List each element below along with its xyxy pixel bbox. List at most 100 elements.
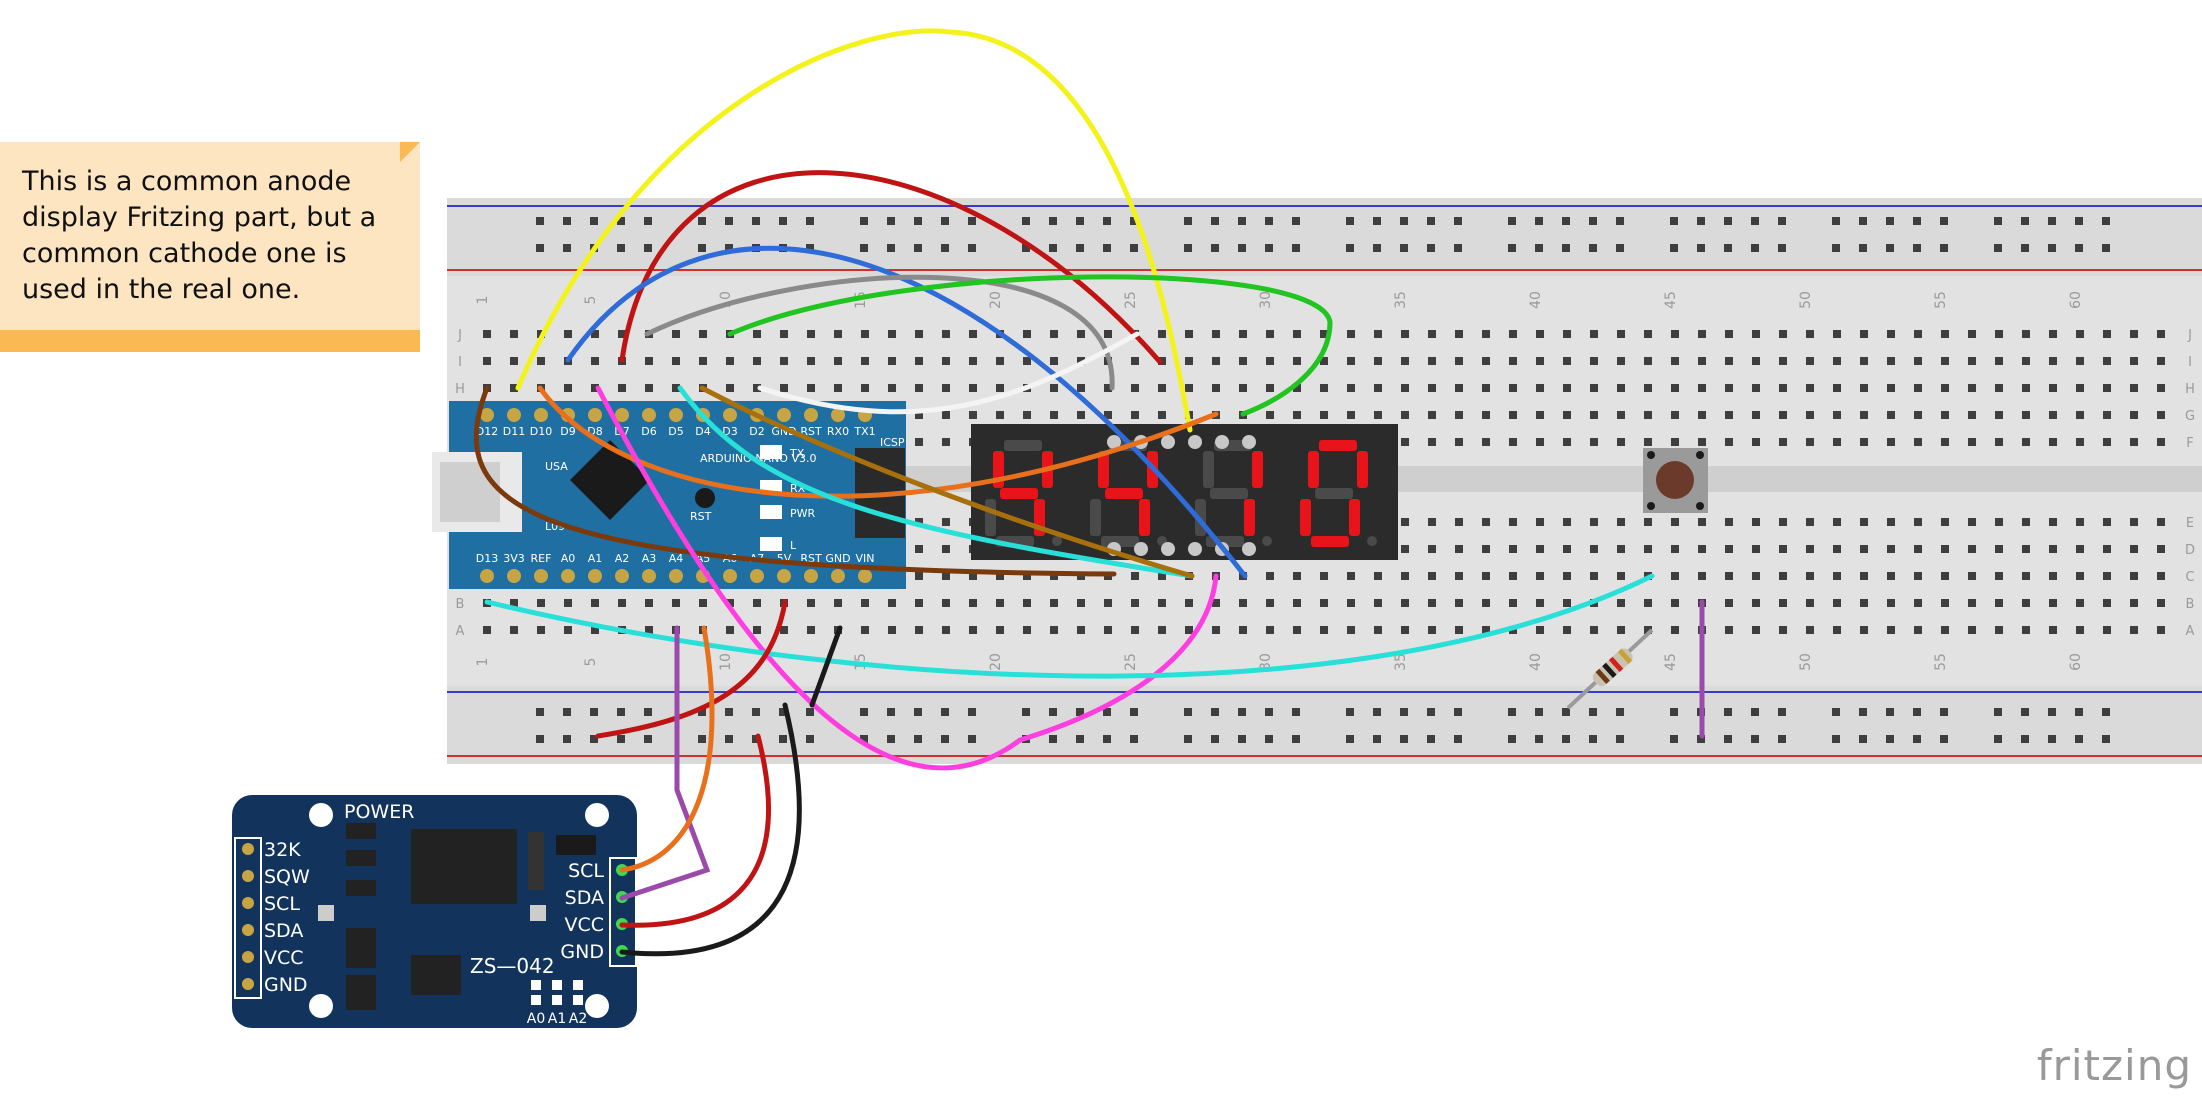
rail-hole xyxy=(1211,708,1219,716)
breadboard-hole xyxy=(1185,330,1193,338)
rail-hole xyxy=(887,735,895,743)
breadboard-hole xyxy=(2157,545,2165,553)
rail-hole xyxy=(698,217,706,225)
column-number: 50 xyxy=(1798,291,1814,309)
rail-hole xyxy=(1724,244,1732,252)
breadboard-hole xyxy=(1725,518,1733,526)
breadboard-hole xyxy=(1509,357,1517,365)
rail-hole xyxy=(617,708,625,716)
rail-hole xyxy=(1913,217,1921,225)
rail-hole xyxy=(752,708,760,716)
arduino-pin-label: A2 xyxy=(615,552,630,565)
breadboard-hole xyxy=(969,599,977,607)
breadboard-hole xyxy=(1050,411,1058,419)
rail-hole xyxy=(1670,708,1678,716)
arduino-pin xyxy=(669,569,683,583)
rail-hole xyxy=(1400,217,1408,225)
breadboard-hole xyxy=(1455,626,1463,634)
breadboard-hole xyxy=(1293,330,1301,338)
rail-hole xyxy=(779,735,787,743)
arduino-pin xyxy=(534,408,548,422)
breadboard-hole xyxy=(915,330,923,338)
breadboard-hole xyxy=(1698,384,1706,392)
breadboard-hole xyxy=(1023,330,1031,338)
breadboard-hole xyxy=(780,384,788,392)
rail-hole xyxy=(1184,244,1192,252)
rail-hole xyxy=(1022,244,1030,252)
wire-black-rail xyxy=(809,625,843,708)
rtc-pin xyxy=(242,924,254,936)
display-digit xyxy=(1300,440,1377,547)
breadboard-hole xyxy=(969,330,977,338)
rail-hole xyxy=(2021,708,2029,716)
breadboard-hole xyxy=(1563,357,1571,365)
breadboard-hole xyxy=(510,330,518,338)
display-pin xyxy=(1188,542,1202,556)
breadboard-hole xyxy=(1779,626,1787,634)
breadboard-hole xyxy=(1455,438,1463,446)
rail-hole xyxy=(1265,244,1273,252)
rail-hole xyxy=(590,217,598,225)
rail-hole xyxy=(2075,735,2083,743)
push-button xyxy=(1643,448,1708,513)
rail-hole xyxy=(617,244,625,252)
breadboard-hole xyxy=(942,411,950,419)
breadboard-hole xyxy=(1941,438,1949,446)
breadboard-hole xyxy=(1455,545,1463,553)
row-letter: E xyxy=(2186,516,2194,531)
rail-hole xyxy=(1049,735,1057,743)
arduino-model-text: ARDUINO NANO V3.0 xyxy=(700,452,816,465)
breadboard-hole xyxy=(1914,438,1922,446)
rail-hole xyxy=(1589,244,1597,252)
breadboard-hole xyxy=(1374,384,1382,392)
breadboard-hole xyxy=(1428,599,1436,607)
breadboard-hole xyxy=(2157,599,2165,607)
breadboard-hole xyxy=(1158,572,1166,580)
rail-hole xyxy=(1697,244,1705,252)
breadboard-hole xyxy=(834,384,842,392)
breadboard-hole xyxy=(1725,545,1733,553)
arduino-board-label: USA xyxy=(545,460,568,473)
rail-hole xyxy=(1103,735,1111,743)
breadboard-hole xyxy=(1455,518,1463,526)
rail-hole xyxy=(1589,735,1597,743)
breadboard-hole xyxy=(1212,384,1220,392)
breadboard-hole xyxy=(2076,599,2084,607)
breadboard-hole xyxy=(2103,572,2111,580)
arduino-pin xyxy=(588,569,602,583)
breadboard-hole xyxy=(1401,626,1409,634)
breadboard-hole xyxy=(861,330,869,338)
breadboard-hole xyxy=(1509,330,1517,338)
column-number: 35 xyxy=(1393,653,1409,671)
breadboard-hole xyxy=(1617,330,1625,338)
rail-hole xyxy=(1913,735,1921,743)
breadboard-hole xyxy=(915,518,923,526)
decimal-point xyxy=(1052,536,1062,546)
breadboard-hole xyxy=(1131,357,1139,365)
rail-hole xyxy=(806,217,814,225)
breadboard-hole xyxy=(1914,330,1922,338)
breadboard-hole xyxy=(1779,357,1787,365)
rtc-pin-label: GND xyxy=(264,974,308,996)
breadboard-hole xyxy=(969,384,977,392)
arduino-board-label: ICSP xyxy=(880,436,905,449)
breadboard-hole xyxy=(1833,357,1841,365)
decimal-point xyxy=(1262,536,1272,546)
row-letter: B xyxy=(456,597,465,612)
rail-hole xyxy=(1508,244,1516,252)
breadboard-hole xyxy=(780,357,788,365)
breadboard-hole xyxy=(564,384,572,392)
breadboard-hole xyxy=(1347,626,1355,634)
segment xyxy=(1311,536,1349,547)
rail-hole xyxy=(1346,217,1354,225)
rail-hole xyxy=(1670,735,1678,743)
rail-hole xyxy=(887,244,895,252)
breadboard-hole xyxy=(1131,572,1139,580)
breadboard-hole xyxy=(1806,572,1814,580)
breadboard-hole xyxy=(1887,357,1895,365)
rail-hole xyxy=(2102,735,2110,743)
arduino-pin xyxy=(804,569,818,583)
breadboard-hole xyxy=(2049,545,2057,553)
breadboard-hole xyxy=(807,384,815,392)
